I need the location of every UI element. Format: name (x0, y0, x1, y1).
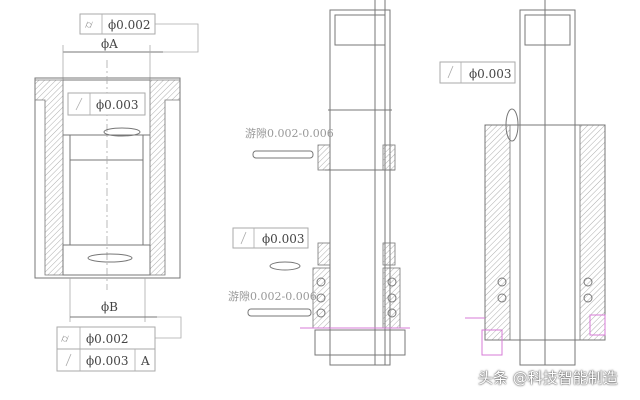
right-tolerance-value: ϕ0.003 (469, 67, 512, 81)
runout-icon (65, 353, 72, 367)
top-tolerance-value: ϕ0.002 (108, 18, 151, 32)
runout-icon (75, 97, 83, 111)
dial-indicator-top (103, 127, 141, 137)
gauge-tool-upper (252, 150, 314, 159)
gauge-tool-lower (247, 308, 312, 317)
dial-indicator-right (505, 108, 519, 142)
tolerance-frame-inner (67, 92, 146, 116)
middle-spindle-view: 游隙0.002-0.006 ϕ0.003 游隙0.002-0.006 (228, 0, 410, 366)
inner-tolerance-value: ϕ0.003 (96, 98, 139, 112)
right-spindle-view: ϕ0.003 (439, 0, 606, 366)
clearance-lower-label: 游隙0.002-0.006 (228, 289, 317, 303)
runout-icon (240, 231, 247, 245)
datum-label: A (140, 354, 150, 368)
clearance-upper-label: 游隙0.002-0.006 (245, 126, 334, 140)
middle-tolerance-value: ϕ0.003 (262, 232, 305, 246)
runout-icon (447, 65, 454, 79)
dim-b-label: ϕB (101, 300, 118, 314)
tolerance-frame-middle (232, 227, 309, 249)
left-housing-view: ⌭ ϕ0.002 ϕA ϕ0.003 ϕB ⌭ ϕ0.002 (34, 13, 199, 372)
bottom-tolerance-2-value: ϕ0.003 (86, 354, 129, 368)
cylindricity-icon: ⌭ (85, 18, 93, 31)
tolerance-frame-right (439, 61, 516, 84)
tolerance-frame-bottom-2 (56, 348, 156, 372)
watermark: 头条 @科技智能制造 (478, 369, 618, 387)
cylindricity-icon: ⌭ (61, 332, 69, 345)
dial-indicator-middle (269, 261, 301, 271)
dim-a-label: ϕA (101, 37, 118, 51)
bottom-tolerance-1-value: ϕ0.002 (86, 332, 129, 346)
dial-indicator-bottom (87, 253, 133, 263)
